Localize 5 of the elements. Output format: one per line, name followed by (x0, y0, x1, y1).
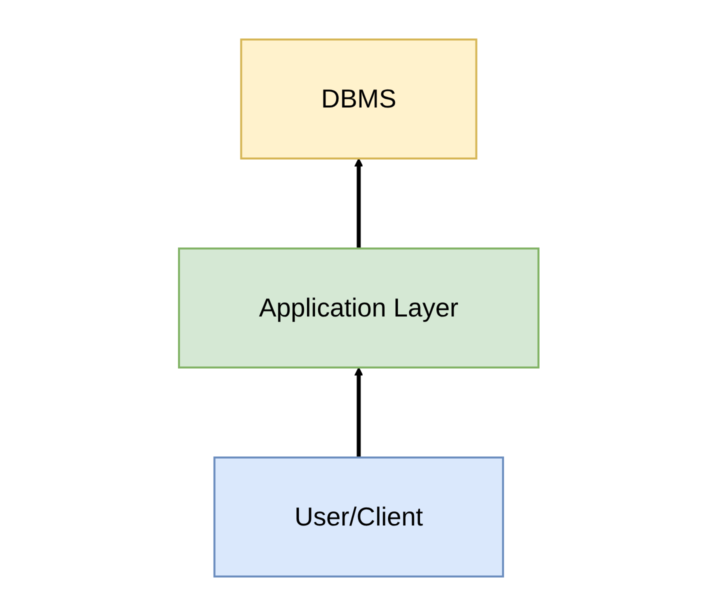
arrow (354, 366, 363, 457)
arrow (354, 158, 363, 248)
node-box: DBMS (240, 38, 478, 159)
node-box: User/Client (213, 456, 504, 577)
node-box: Application Layer (178, 247, 540, 368)
